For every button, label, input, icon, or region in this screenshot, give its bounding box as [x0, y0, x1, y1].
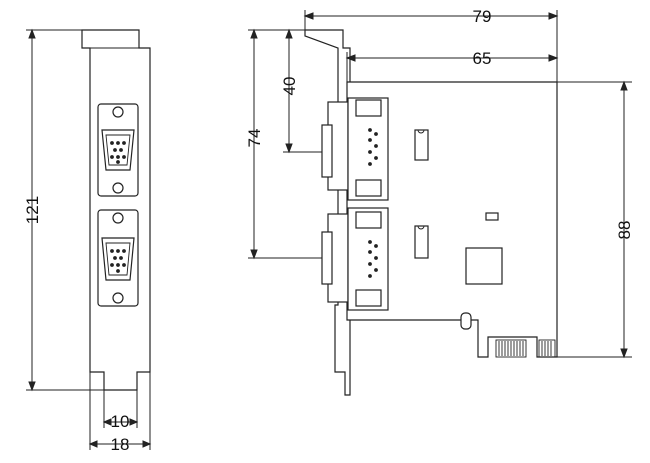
side-view-card: 79 65 40 74: [245, 7, 634, 396]
dimension-88: 88: [557, 80, 634, 359]
dimension-74: 74: [245, 28, 322, 260]
upper-db9-connector: [97, 103, 139, 197]
dimension-74-label: 74: [245, 129, 264, 148]
dimension-88-label: 88: [615, 221, 634, 240]
dimension-79: 79: [303, 7, 559, 82]
dimension-121-label: 121: [23, 196, 42, 224]
pcb-board: [346, 81, 558, 358]
dimension-40: 40: [280, 28, 322, 154]
lower-side-connector: [321, 207, 389, 311]
dimension-121: 121: [23, 28, 104, 392]
dimension-10: 10: [102, 390, 139, 431]
lower-db9-connector: [97, 209, 139, 307]
pcie-edge-fingers: [495, 339, 556, 358]
dimension-40-label: 40: [280, 77, 299, 96]
dimension-79-label: 79: [473, 7, 492, 26]
bracket-side-profile: [304, 29, 351, 396]
dimension-10-label: 10: [111, 412, 130, 431]
pcb-notch: [460, 312, 472, 330]
upper-side-connector: [321, 97, 389, 201]
front-view-bracket: 121 10 18: [23, 28, 152, 454]
dimension-65-label: 65: [473, 49, 492, 68]
dimension-18: 18: [88, 372, 152, 454]
dimension-18-label: 18: [111, 435, 130, 454]
pcb-components: [414, 129, 503, 285]
dimension-65: 65: [345, 49, 559, 82]
